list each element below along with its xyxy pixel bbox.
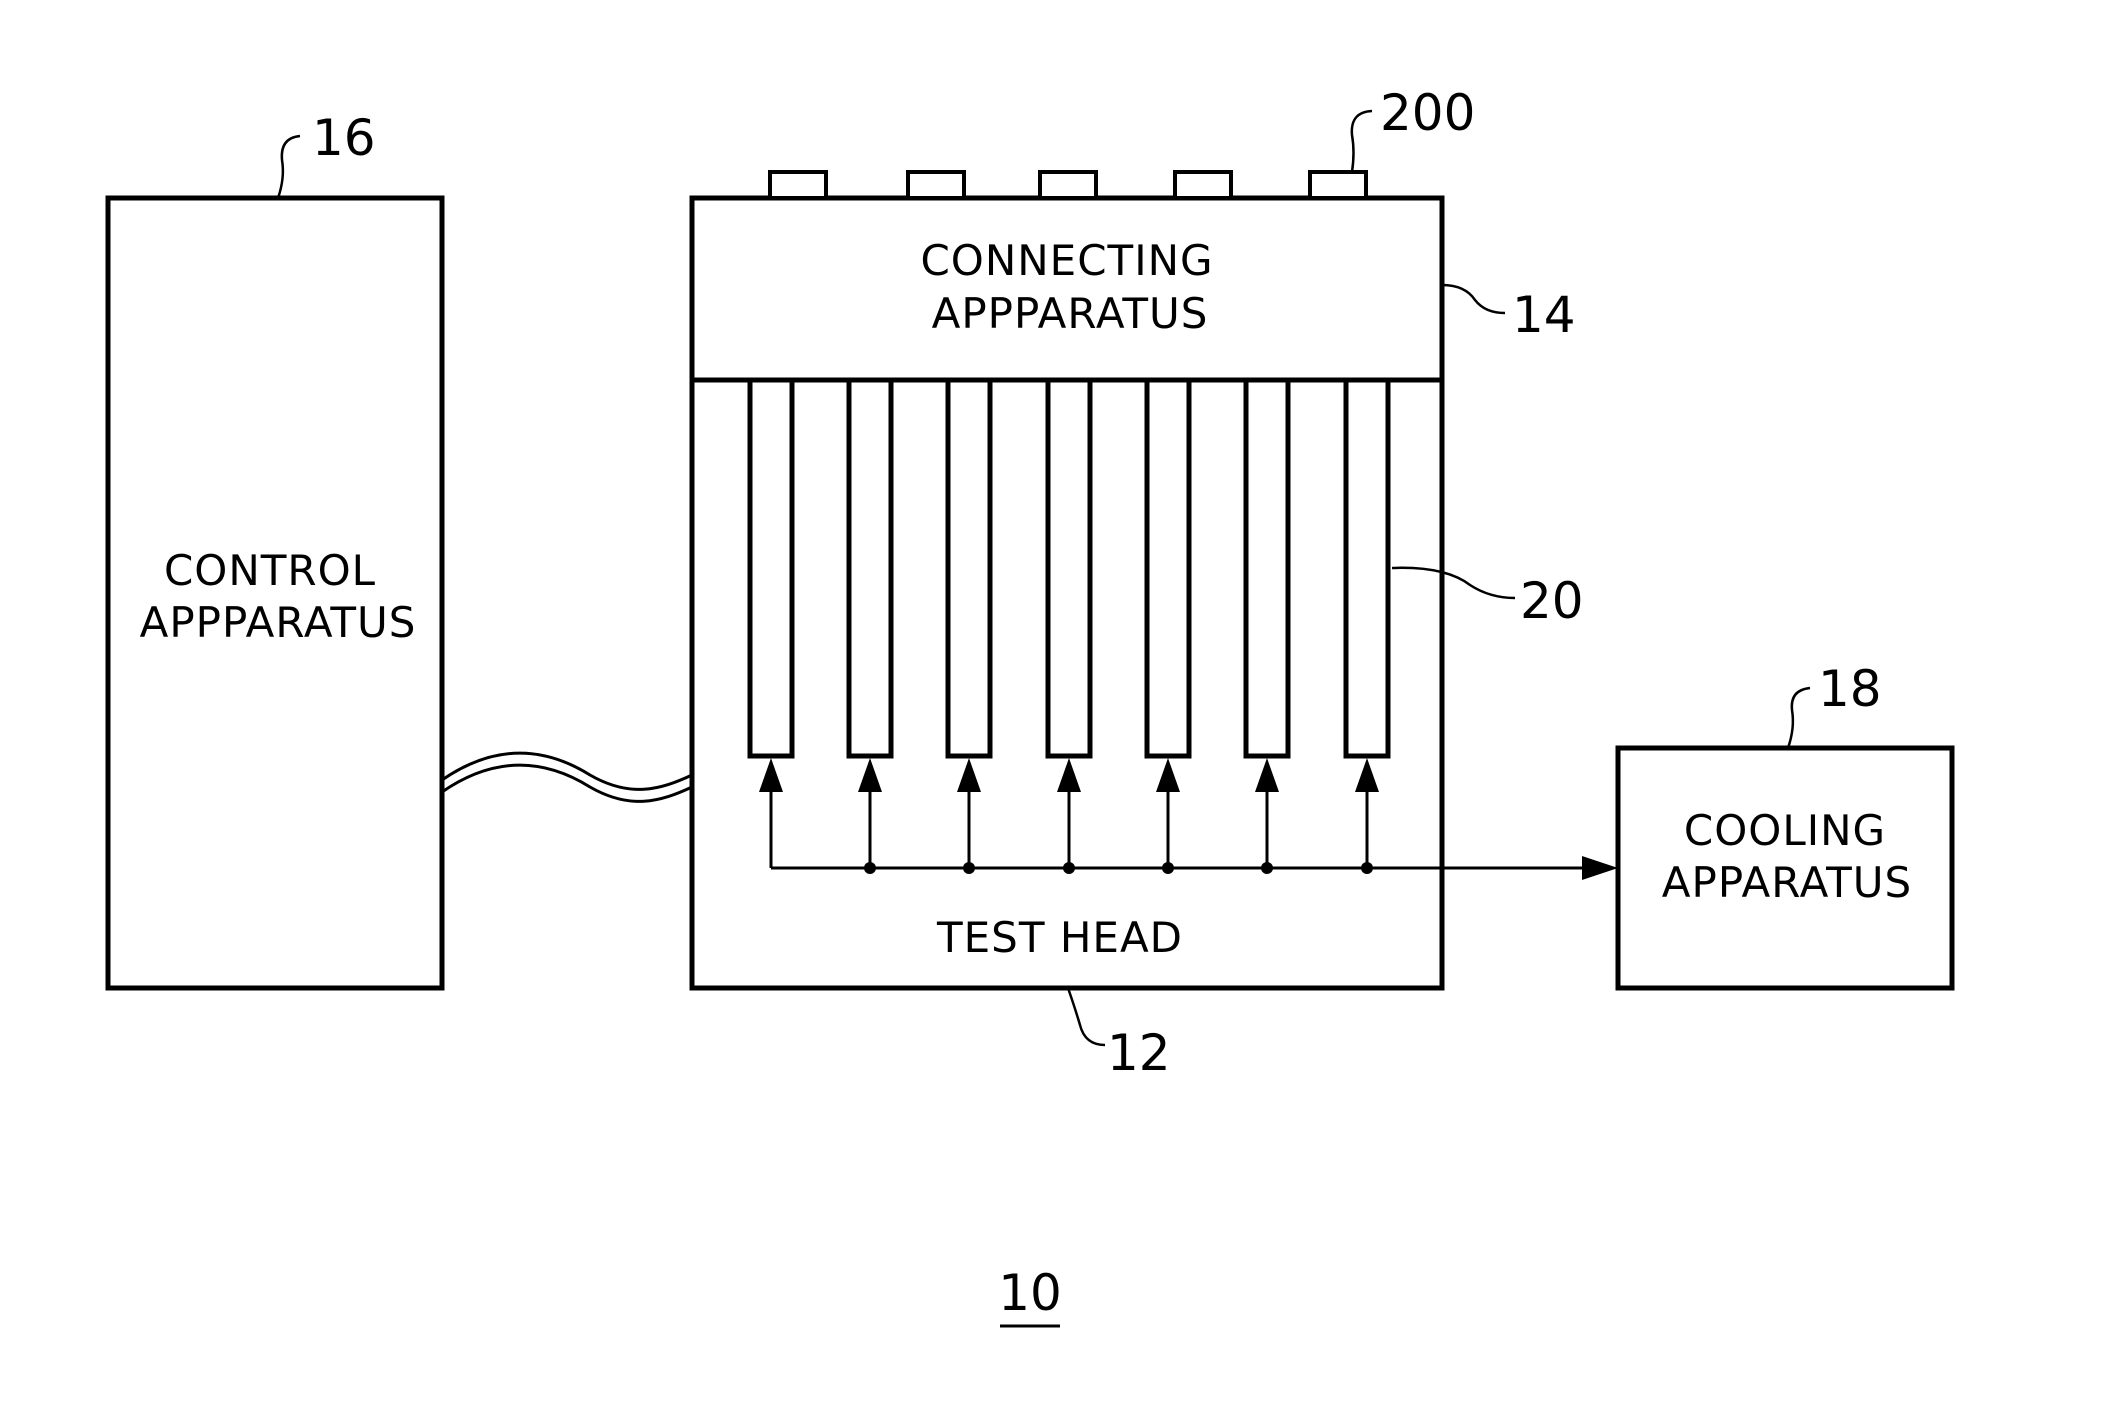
cooling-apparatus-ref: 18	[1818, 660, 1882, 718]
pin-board-ref: 20	[1520, 572, 1584, 630]
socket	[1175, 172, 1231, 198]
control-apparatus-label-2: APPPARATUS	[140, 598, 417, 647]
coolant-outlet-arrowhead	[1582, 856, 1618, 880]
pin-board	[849, 380, 891, 756]
pin-board	[948, 380, 990, 756]
socket	[770, 172, 826, 198]
cable-line-2	[442, 765, 692, 801]
test-head-leader	[1068, 988, 1105, 1045]
pin-board	[1346, 380, 1388, 756]
pin-board	[1048, 380, 1090, 756]
connecting-apparatus-ref: 14	[1512, 286, 1576, 344]
pin-board	[1147, 380, 1189, 756]
control-apparatus-ref: 16	[312, 109, 376, 167]
figure-ref: 10	[998, 1264, 1062, 1322]
socket	[908, 172, 964, 198]
socket	[1040, 172, 1096, 198]
test-head-ref: 12	[1107, 1024, 1171, 1082]
connecting-apparatus-label-2: APPPARATUS	[932, 289, 1209, 338]
connecting-apparatus-leader	[1442, 285, 1505, 313]
socket-ref: 200	[1380, 84, 1475, 142]
connecting-apparatus-label-1: CONNECTING	[920, 236, 1213, 285]
cooling-apparatus-label-1: COOLING	[1684, 806, 1886, 855]
sockets	[770, 172, 1366, 198]
pin-board	[750, 380, 792, 756]
socket	[1310, 172, 1366, 198]
pin-board	[1246, 380, 1288, 756]
socket-leader	[1352, 111, 1372, 172]
cooling-apparatus-label-2: APPARATUS	[1662, 858, 1912, 907]
test-head-label: TEST HEAD	[936, 913, 1183, 962]
control-apparatus-label-1: CONTROL	[164, 546, 376, 595]
control-apparatus-leader	[278, 136, 300, 198]
cooling-apparatus-leader	[1788, 688, 1810, 748]
